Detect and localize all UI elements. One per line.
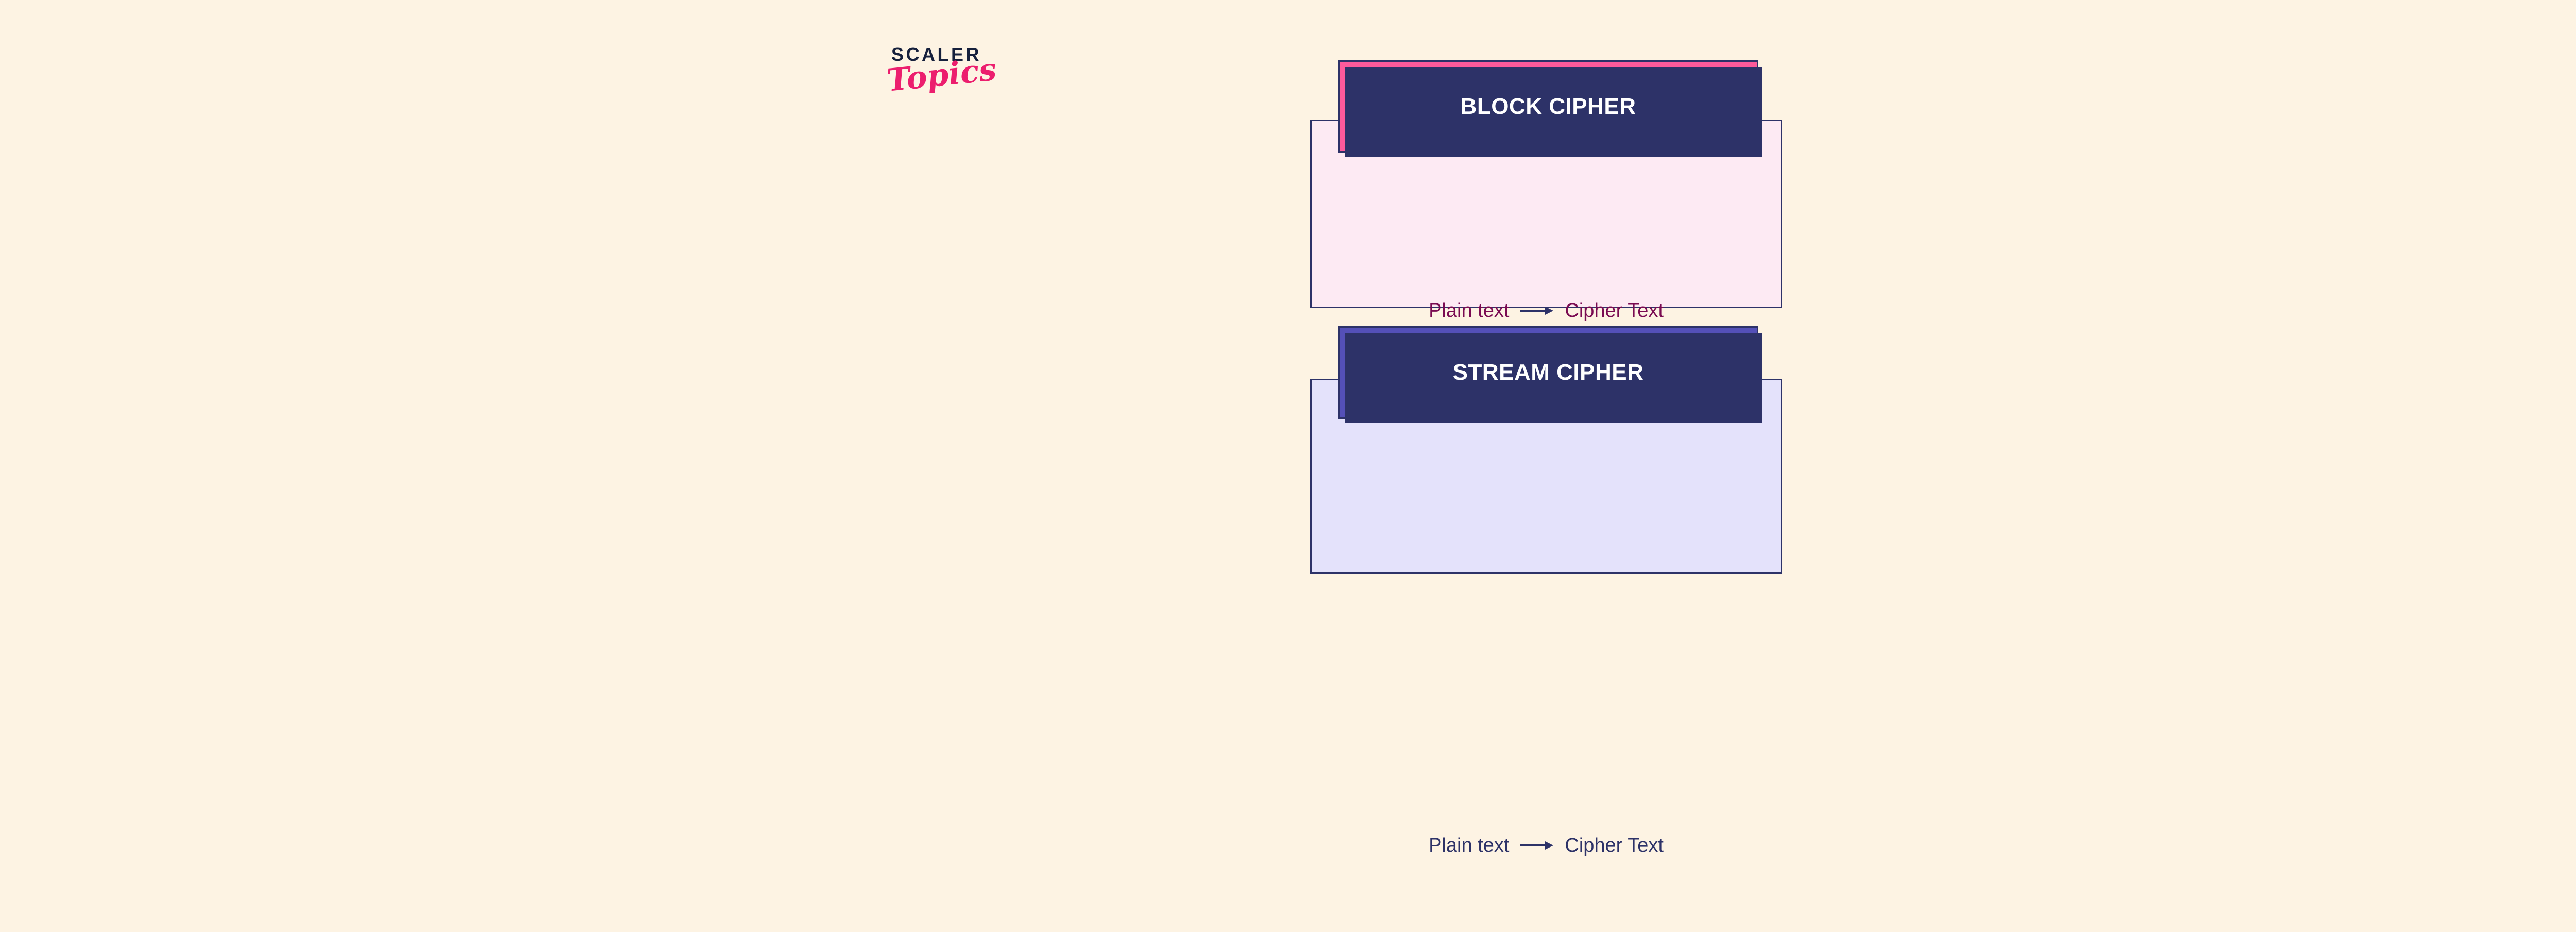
diagram-canvas: SCALER Topics Plain text Cipher Text Pla… bbox=[885, 44, 1782, 855]
logo-wordmark: SCALER bbox=[891, 44, 982, 65]
block-cipher-header: BLOCK CIPHER bbox=[1338, 60, 1762, 157]
stream-cipher-title: STREAM CIPHER bbox=[1452, 360, 1644, 385]
stream-cipher-flow-source: Plain text bbox=[1429, 835, 1510, 856]
stream-cipher-flow-row: Plain text Cipher Text bbox=[1312, 836, 1781, 855]
block-cipher-flow-row: Plain text Cipher Text bbox=[1312, 301, 1781, 320]
block-cipher-flow-source: Plain text bbox=[1429, 300, 1510, 321]
block-cipher-flow-target: Cipher Text bbox=[1565, 300, 1664, 321]
stream-cipher-flow-target: Cipher Text bbox=[1565, 835, 1664, 856]
arrow-right-icon bbox=[1520, 305, 1554, 316]
block-cipher-title: BLOCK CIPHER bbox=[1460, 94, 1636, 119]
stream-cipher-header: STREAM CIPHER bbox=[1338, 326, 1762, 423]
arrow-right-icon bbox=[1520, 840, 1554, 851]
scaler-topics-logo: SCALER Topics bbox=[885, 44, 1044, 133]
